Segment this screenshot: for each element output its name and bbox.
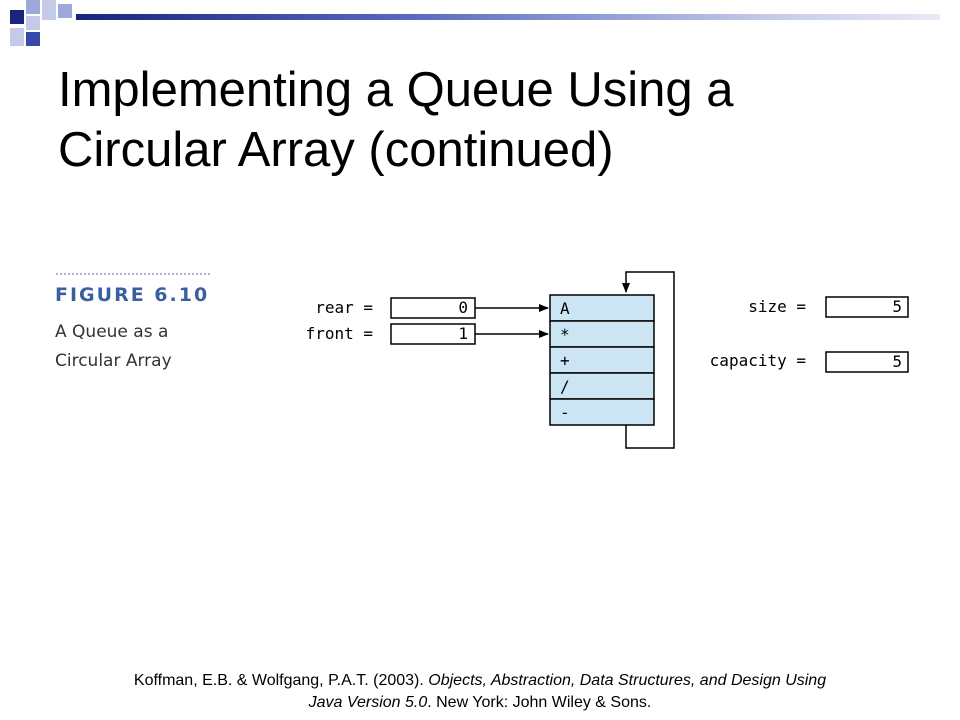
circular-array: A * + / -	[549, 294, 655, 426]
array-cell-0	[549, 294, 655, 322]
deco-square-light	[42, 0, 56, 20]
size-label: size =	[748, 297, 806, 316]
citation: Koffman, E.B. & Wolfgang, P.A.T. (2003).…	[40, 670, 920, 714]
figure-dotted-rule	[55, 272, 210, 276]
array-cell-4-value: -	[560, 403, 570, 422]
deco-square-light	[10, 28, 24, 46]
citation-book-edition: Java Version 5.0	[308, 694, 428, 711]
array-cell-3	[549, 372, 655, 400]
size-value: 5	[892, 297, 902, 316]
figure-caption-line-2: Circular Array	[55, 351, 172, 371]
array-cell-1	[549, 320, 655, 348]
title-line-2: Circular Array (continued)	[58, 123, 614, 177]
deco-square-light	[26, 0, 40, 14]
capacity-box	[825, 351, 909, 373]
wraparound-arrow	[622, 271, 675, 449]
title-line-1: Implementing a Queue Using a	[58, 63, 734, 117]
array-cell-4	[549, 398, 655, 426]
front-value: 1	[458, 324, 468, 343]
citation-book-title: Objects, Abstraction, Data Structures, a…	[428, 672, 827, 689]
citation-line-1: Koffman, E.B. & Wolfgang, P.A.T. (2003).…	[40, 670, 920, 692]
deco-gradient-bar	[76, 14, 940, 20]
citation-authors: Koffman, E.B. & Wolfgang, P.A.T. (2003).	[133, 672, 429, 689]
front-label: front =	[306, 324, 373, 343]
citation-line-2: Java Version 5.0. New York: John Wiley &…	[40, 692, 920, 714]
array-cell-2	[549, 346, 655, 374]
size-box	[825, 296, 909, 318]
array-cell-0-value: A	[560, 299, 570, 318]
figure-number: FIGURE 6.10	[55, 284, 210, 306]
deco-square-navy	[10, 10, 24, 24]
array-cell-2-value: +	[560, 351, 570, 370]
deco-square-light	[26, 16, 40, 30]
deco-square-light	[58, 4, 72, 18]
citation-publisher: . New York: John Wiley & Sons.	[427, 694, 652, 711]
slide-title: Implementing a Queue Using a Circular Ar…	[58, 60, 938, 180]
deco-square-navy	[26, 32, 40, 46]
array-cell-1-value: *	[560, 325, 570, 344]
array-cell-3-value: /	[560, 377, 570, 396]
figure-caption-line-1: A Queue as a	[55, 322, 169, 342]
rear-value: 0	[458, 298, 468, 317]
figure-caption: A Queue as a Circular Array	[55, 318, 172, 376]
capacity-value: 5	[892, 352, 902, 371]
capacity-label: capacity =	[710, 351, 806, 370]
rear-label: rear =	[315, 298, 373, 317]
